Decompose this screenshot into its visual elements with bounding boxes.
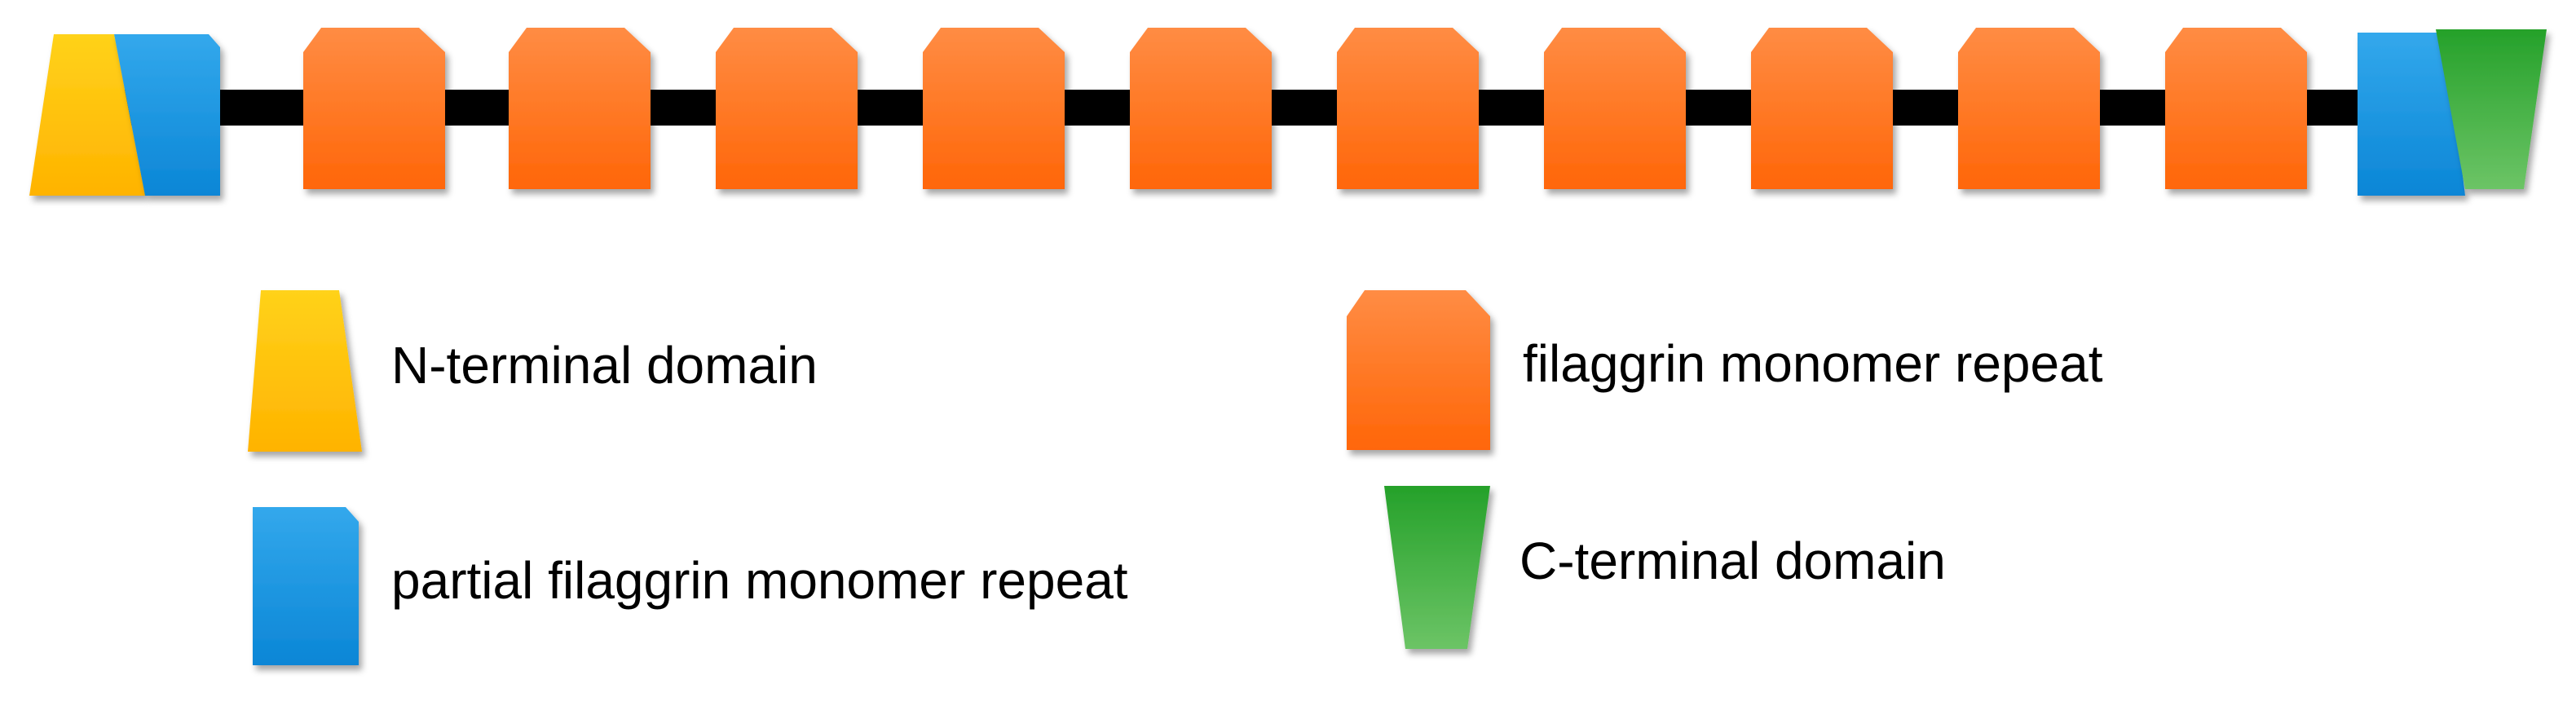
monomer-repeat-shape <box>1544 28 1686 189</box>
legend-monomer-repeat-icon <box>1347 290 1490 450</box>
monomer-repeat-shape <box>509 28 651 189</box>
legend-c-terminal-icon <box>1384 486 1490 649</box>
monomer-repeat-group <box>303 28 2307 189</box>
n-terminal-domain-shape <box>29 34 145 196</box>
monomer-repeat-shape <box>2165 28 2307 189</box>
legend-monomer-repeat-label: filaggrin monomer repeat <box>1523 334 2103 393</box>
legend-partial-repeat-icon <box>253 507 359 665</box>
partial-repeat-shape-right <box>2358 33 2465 196</box>
monomer-repeat-shape <box>1337 28 1479 189</box>
monomer-repeat-shape <box>1751 28 1893 189</box>
monomer-repeat-shape <box>923 28 1065 189</box>
partial-repeat-shape-left <box>114 34 220 196</box>
legend-n-terminal-icon <box>248 290 362 452</box>
c-terminal-domain-shape <box>2436 29 2547 189</box>
legend-c-terminal-label: C-terminal domain <box>1520 532 1946 590</box>
legend-partial-repeat-label: partial filaggrin monomer repeat <box>391 551 1128 610</box>
monomer-repeat-shape <box>716 28 858 189</box>
monomer-repeat-shape <box>1130 28 1272 189</box>
monomer-repeat-shape <box>303 28 445 189</box>
monomer-repeat-shape <box>1958 28 2100 189</box>
legend-n-terminal-label: N-terminal domain <box>391 336 818 395</box>
